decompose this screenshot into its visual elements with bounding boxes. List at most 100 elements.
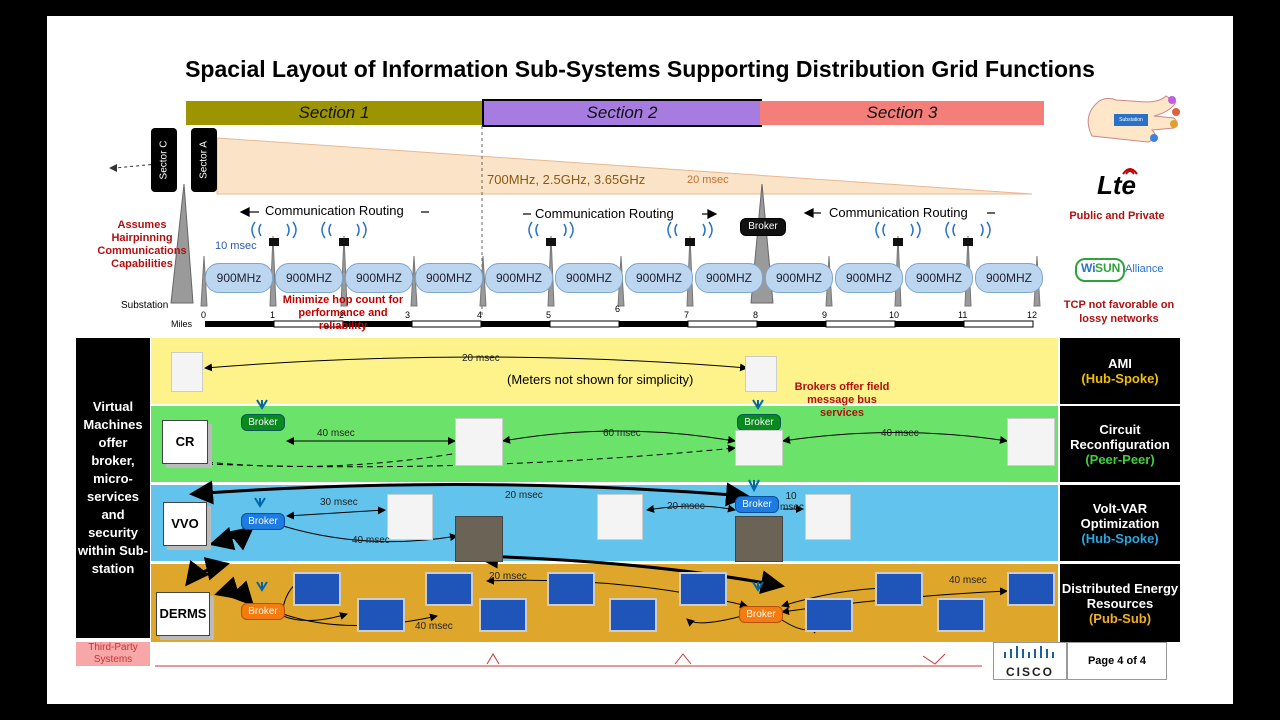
solar-panel-icon (293, 572, 341, 606)
mile-tick: 0 (201, 310, 207, 320)
sector-a: Sector A (191, 128, 217, 192)
mile-tick: 3 (405, 310, 411, 320)
substation-label: Substation (121, 300, 169, 311)
der-pattern: (Pub-Sub) (1088, 610, 1152, 626)
vm-note-text: Virtual Machines offer broker, micro-ser… (77, 399, 149, 576)
der-broker-2: Broker (739, 606, 783, 623)
row-label-vvo: Volt-VAR Optimization (Hub-Spoke) (1060, 485, 1180, 561)
mesh-cells: 900MHz 900MHZ 900MHZ 900MHZ 900MHZ 900MH… (205, 263, 1045, 293)
mesh-cell: 900MHZ (625, 263, 693, 293)
cr-broker-1: Broker (241, 414, 285, 431)
routing-label-1: Communication Routing (265, 203, 404, 218)
cr-pattern: (Peer-Peer) (1085, 451, 1155, 467)
routing-label-3: Communication Routing (829, 205, 968, 220)
recloser-icon (735, 430, 783, 466)
section-3: Section 3 (760, 101, 1044, 125)
vvo-latency-2: 40 msec (352, 535, 390, 546)
mile-tick: 9 (822, 310, 828, 320)
ami-name: AMI (1108, 356, 1132, 371)
vm-note: Virtual Machines offer broker, micro-ser… (76, 338, 150, 638)
mile-tick: 8 (753, 310, 759, 320)
recloser-icon (1007, 418, 1055, 466)
wisun-logo-b: SUN (1095, 261, 1121, 275)
hop-count-note: Minimize hop count for performance and r… (282, 294, 404, 332)
solar-panel-icon (425, 572, 473, 606)
vvo-latency-1: 30 msec (320, 497, 358, 508)
mesh-cell: 900MHZ (975, 263, 1043, 293)
substation-photo-icon (455, 516, 503, 562)
meter-collector-icon (171, 352, 203, 392)
solar-panel-icon (609, 598, 657, 632)
meter-collector-icon (745, 356, 777, 392)
third-party-systems: Third-Party Systems (76, 642, 150, 666)
cr-latency-2: 60 msec (603, 428, 641, 439)
lte-caption: Public and Private (1069, 210, 1165, 222)
regulator-icon (597, 494, 643, 540)
solar-panel-icon (679, 572, 727, 606)
hand-icon: Substation (1072, 86, 1182, 148)
cisco-bars-icon (1004, 646, 1054, 658)
solar-panel-icon (805, 598, 853, 632)
miles-ruler (205, 320, 1034, 328)
page-number: Page 4 of 4 (1067, 642, 1167, 680)
vvo-pattern: (Hub-Spoke) (1081, 530, 1159, 546)
mesh-cell: 900MHZ (415, 263, 483, 293)
vvo-broker-2: Broker (735, 496, 779, 513)
vvo-latency-4: 10 msec (780, 491, 804, 513)
miles-ticks: 0 1 2 3 4 5 6 7 8 9 10 11 12 (201, 304, 1041, 322)
vvo-name: Volt-VAR Optimization (1080, 500, 1160, 531)
mile-tick: 11 (958, 310, 968, 320)
mesh-cell: 900MHZ (485, 263, 553, 293)
regulator-icon (387, 494, 433, 540)
regulator-icon (805, 494, 851, 540)
solar-panel-icon (479, 598, 527, 632)
cr-broker-2: Broker (737, 414, 781, 431)
cr-box: CR (162, 420, 208, 464)
mile-tick: 5 (546, 310, 552, 320)
slide-title: Spacial Layout of Information Sub-System… (185, 56, 1095, 82)
recloser-icon (455, 418, 503, 466)
der-latency-3: 40 msec (949, 575, 987, 586)
ami-pattern: (Hub-Spoke) (1081, 371, 1159, 386)
der-latency-2: 40 msec (415, 621, 453, 632)
solar-panel-icon (547, 572, 595, 606)
der-latency-1: 20 msec (489, 571, 527, 582)
vvo-box: VVO (163, 502, 207, 546)
slide: Spacial Layout of Information Sub-System… (47, 16, 1233, 704)
miles-label: Miles (171, 319, 193, 329)
substation-tower (170, 183, 194, 304)
section-1: Section 1 (186, 101, 482, 125)
routing-label-2: Communication Routing (535, 206, 674, 221)
lte-signal-icon (1122, 168, 1138, 175)
mile-tick: 6 (615, 304, 621, 314)
mesh-cell: 900MHZ (275, 263, 343, 293)
mesh-cell: 900MHZ (345, 263, 413, 293)
tcp-note: TCP not favorable on lossy networks (1063, 299, 1175, 325)
mile-tick: 1 (270, 310, 276, 320)
lte-logo: Lte (1097, 168, 1147, 201)
hand-graphic (1087, 95, 1180, 143)
broker-tower-label: Broker (740, 218, 786, 236)
mile-tick: 12 (1027, 310, 1038, 320)
cisco-logo-text: CISCO (1005, 665, 1054, 679)
mile-tick: 7 (684, 310, 690, 320)
mile-tick: 4 (477, 310, 483, 320)
hand-caption: Substation (1119, 117, 1143, 123)
row-label-cr: Circuit Reconfiguration (Peer-Peer) (1060, 406, 1180, 482)
vvo-latency-top: 20 msec (505, 490, 543, 501)
lte-frequencies: 700MHz, 2.5GHz, 3.65GHz (487, 172, 646, 187)
sector-c: Sector C (151, 128, 177, 192)
cr-latency-1: 40 msec (317, 428, 355, 439)
der-name: Distributed Energy Resources (1061, 580, 1179, 611)
wisun-logo-a: Wi (1081, 261, 1096, 275)
lte-coverage-wedge (216, 137, 1033, 195)
wisun-logo: Wi SUN Alliance (1075, 258, 1185, 282)
substation-photo-icon (735, 516, 783, 562)
vvo-broker-1: Broker (241, 513, 285, 530)
solar-panel-icon (875, 572, 923, 606)
mile-tick: 2 (339, 310, 345, 320)
mesh-cell: 900MHZ (765, 263, 833, 293)
mesh-cell: 900MHz (205, 263, 273, 293)
ami-latency: 20 msec (462, 353, 500, 364)
mile-tick: 10 (889, 310, 900, 320)
